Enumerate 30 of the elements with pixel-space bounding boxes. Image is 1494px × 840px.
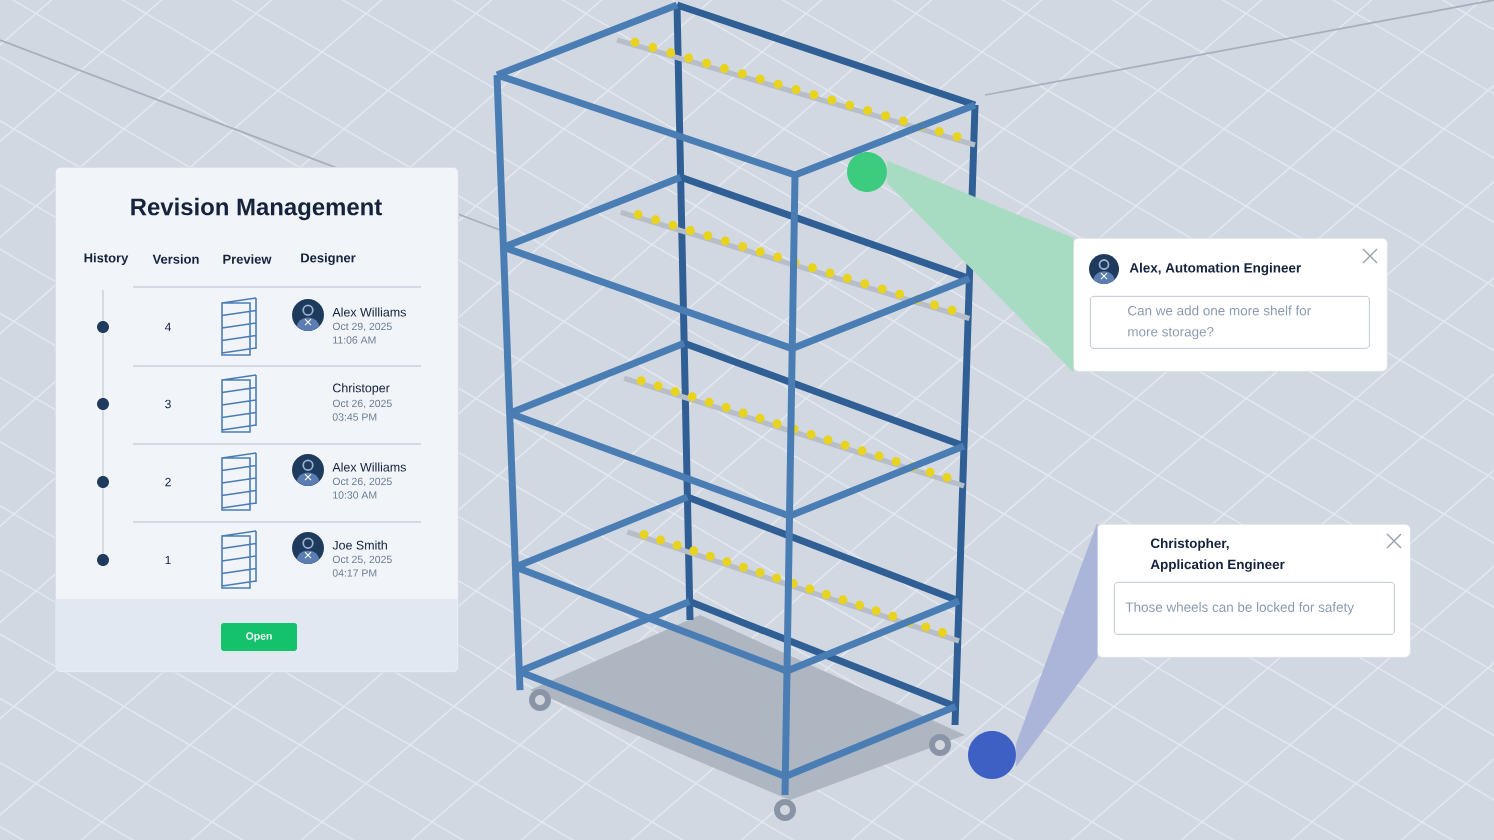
light-beam: [887, 160, 1074, 373]
column-header: Preview: [223, 254, 272, 264]
open-button: Open: [221, 623, 297, 651]
version-number: 1: [165, 555, 171, 565]
author-name: Christopher, Application Engineer: [1150, 538, 1285, 572]
revision-date: Oct 25, 2025: [332, 555, 392, 565]
panel-title: Revision Management: [131, 197, 382, 221]
version-number: 3: [165, 399, 171, 409]
version-number: 4: [164, 322, 171, 332]
designer-name: Alex Williams: [332, 462, 406, 472]
column-header: History: [84, 252, 129, 266]
revision-time: 10:30 AM: [333, 491, 377, 499]
designer-name: Christoper: [333, 383, 390, 395]
author-name: Alex, Automation Engineer: [1129, 262, 1301, 276]
message-field: Those wheels can be locked for safety: [1114, 582, 1395, 635]
revision-date: Oct 26, 2025: [332, 399, 392, 409]
revision-time: 11:06 AM: [333, 336, 376, 344]
version-number: 2: [165, 477, 171, 487]
revision-time: 03:45 PM: [332, 413, 377, 421]
column-header: Version: [152, 254, 199, 264]
column-header: Designer: [301, 252, 356, 266]
revision-date: Oct 29, 2025: [332, 322, 392, 332]
designer-name: Joe Smith: [332, 540, 387, 550]
location-pin: [968, 731, 1016, 779]
revision-date: Oct 26, 2025: [332, 477, 392, 487]
light-beam: [1016, 523, 1098, 767]
designer-name: Alex Williams: [332, 307, 406, 317]
message-field: Can we add one more shelf for more storage?: [1090, 296, 1370, 349]
revision-time: 04:17 PM: [332, 569, 377, 577]
location-pin: [847, 152, 887, 192]
